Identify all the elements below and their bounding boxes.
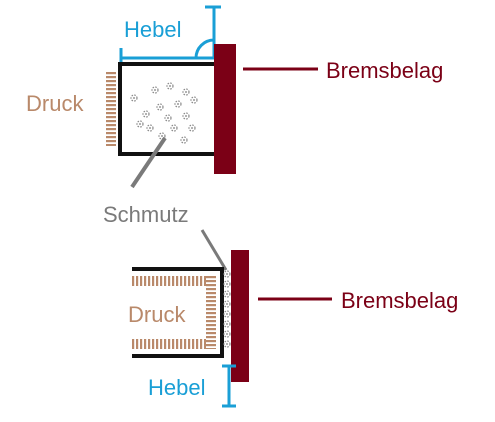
bremsbelag-pad-top <box>214 44 236 174</box>
druck-hatch-top <box>106 72 116 146</box>
hebel-label-top: Hebel <box>124 17 181 42</box>
bottom-scene: Druck Bremsbelag Hebel <box>128 250 458 408</box>
bremsbelag-label-top: Bremsbelag <box>326 58 443 83</box>
schmutz-leader-bottom <box>200 229 228 271</box>
druck-label-bottom: Druck <box>128 302 186 327</box>
schmutz-label: Schmutz <box>103 202 189 227</box>
hebel-label-bottom: Hebel <box>148 375 205 400</box>
schmutz-leader-top <box>130 136 167 189</box>
piston-bottom <box>132 267 224 358</box>
bremsbelag-pad-bottom <box>231 250 249 382</box>
hebel-bracket-bottom <box>222 364 236 408</box>
dirt-particles-top <box>130 82 198 144</box>
druck-hatch-bottom <box>132 276 216 349</box>
hebel-bracket-top <box>119 5 221 66</box>
top-scene: Hebel Druck Bremsbelag <box>26 5 443 174</box>
dirt-particles-bottom <box>223 270 231 348</box>
bremsbelag-label-bottom: Bremsbelag <box>341 288 458 313</box>
schmutz-annotation: Schmutz <box>103 136 228 271</box>
piston-top <box>118 62 214 156</box>
druck-label-top: Druck <box>26 91 84 116</box>
